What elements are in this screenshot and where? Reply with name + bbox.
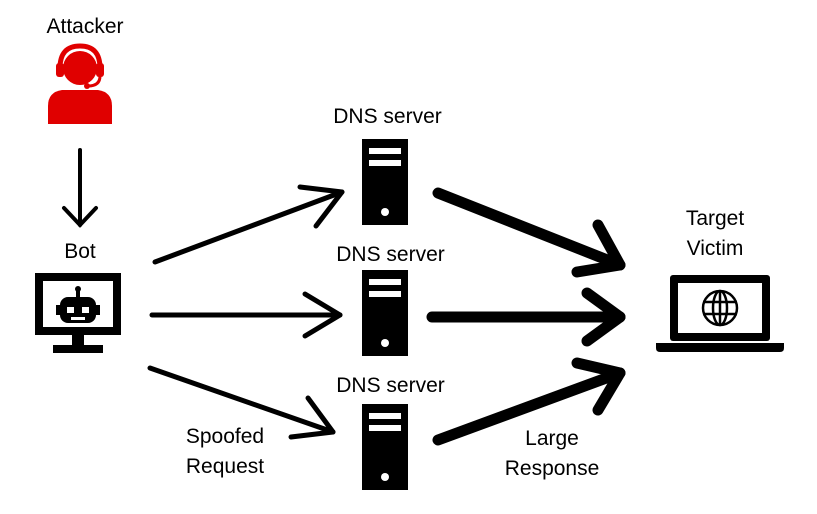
- globe-icon: [701, 289, 739, 327]
- bot-icon: [35, 273, 121, 353]
- spoofed-request-arrows: [147, 184, 345, 440]
- bot-label: Bot: [64, 240, 96, 263]
- request-arrow-bottom: [147, 365, 336, 440]
- target-label-line1: Target: [685, 207, 745, 230]
- spoofed-request-label-line1: Spoofed: [185, 425, 265, 448]
- dns-server-icon-1: [362, 139, 408, 225]
- response-arrow-top: [432, 187, 626, 278]
- spoofed-request-label-line2: Request: [185, 455, 265, 478]
- response-arrow-bottom: [432, 357, 626, 446]
- target-laptop-icon: [656, 275, 784, 352]
- large-response-label-line2: Response: [504, 457, 600, 480]
- dns-server-label-2: DNS server: [336, 243, 445, 266]
- large-response-arrows: [426, 187, 626, 446]
- dns-server-label-1: DNS server: [333, 105, 442, 128]
- attacker-to-bot-arrow: [62, 148, 98, 228]
- large-response-label-line1: Large: [525, 427, 579, 450]
- dns-server-label-3: DNS server: [336, 374, 445, 397]
- dns-server-icon-3: [362, 404, 408, 490]
- attacker-label: Attacker: [46, 15, 124, 38]
- request-arrow-middle: [149, 291, 343, 339]
- request-arrow-top: [152, 184, 345, 265]
- response-arrow-middle: [426, 287, 626, 347]
- target-label-line2: Victim: [686, 237, 744, 260]
- attacker-icon: [48, 43, 112, 124]
- dns-server-icon-2: [362, 270, 408, 356]
